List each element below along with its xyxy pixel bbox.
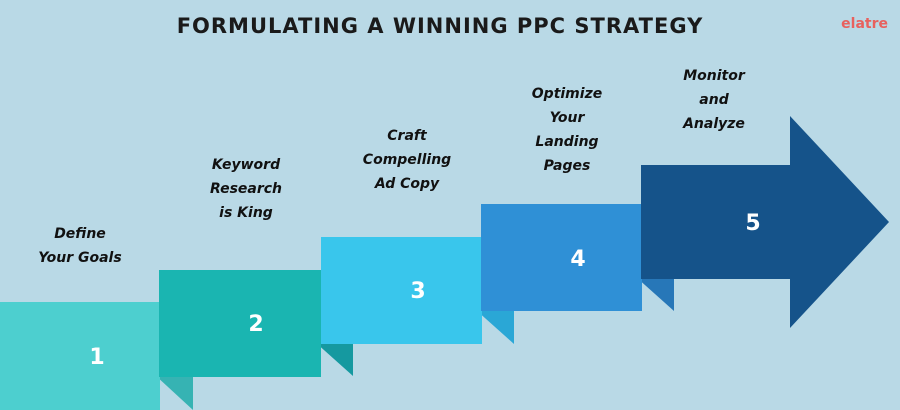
step-3-block [321,237,482,344]
step-2-number: 2 [248,312,263,337]
step-1-label: Define Your Goals [20,222,140,270]
step-2-label-line: Keyword [211,157,281,173]
step-5: 5 [641,116,889,328]
step-5-label-line: Analyze [683,116,745,132]
step-2-label-line: is King [219,205,273,221]
step-2-label-line: Research [209,181,283,197]
step-1-label-line: Define [54,226,106,242]
step-4-number: 4 [570,247,585,272]
step-3-label: Craft Compelling Ad Copy [347,124,467,196]
step-5-number: 5 [745,211,760,236]
step-5-label-line: and [699,92,729,108]
step-5-arrow [641,116,889,328]
step-4-label-line: Landing [535,134,599,150]
step-3-number: 3 [410,279,425,304]
step-4-block [481,204,642,311]
step-2-label: Keyword Research is King [186,153,306,225]
step-3-label-line: Ad Copy [374,176,440,192]
step-4-label-line: Optimize [531,86,603,102]
step-5-label: Monitor and Analyze [654,64,774,136]
step-2-block [159,270,321,377]
diagram-title: FORMULATING A WINNING PPC STRATEGY [176,14,704,38]
step-4-label-line: Your [549,110,585,126]
step-1-label-line: Your Goals [38,250,122,266]
elatre-logo: elatre [841,16,888,32]
step-1-block [0,302,160,410]
step-4-label-line: Pages [543,158,591,174]
step-5-label-line: Monitor [683,68,745,84]
step-4-label: Optimize Your Landing Pages [507,82,627,178]
step-3-label-line: Compelling [362,152,452,168]
step-1-number: 1 [89,345,104,370]
step-3-label-line: Craft [387,128,427,144]
